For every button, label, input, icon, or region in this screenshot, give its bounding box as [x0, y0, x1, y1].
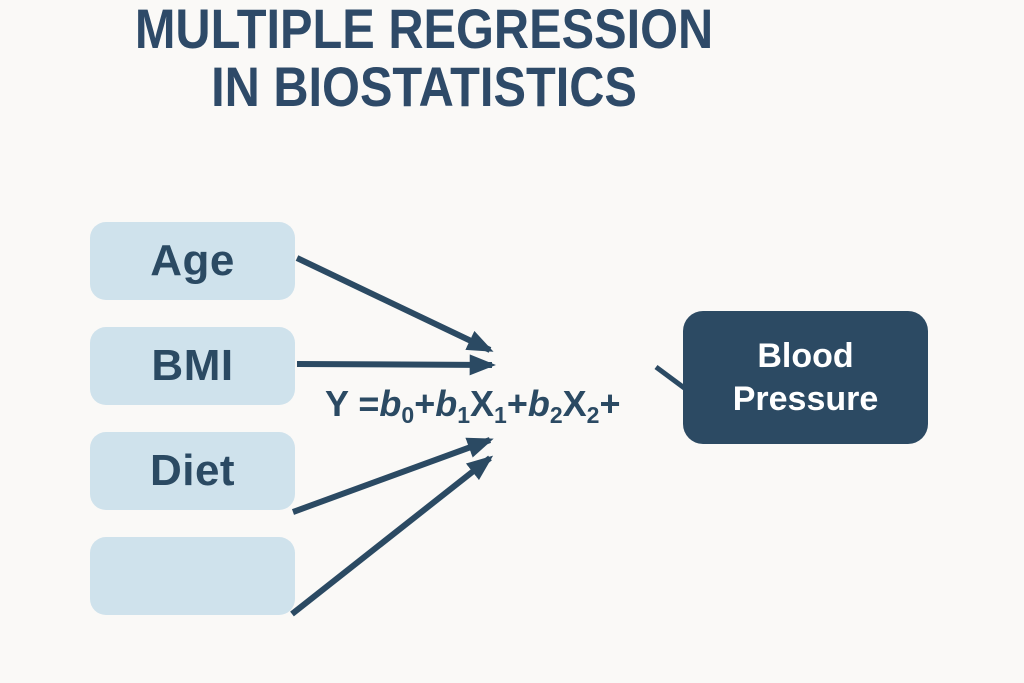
predictor-box-bmi: BMI: [90, 327, 295, 405]
regression-formula: Y = b0 + b1X1 + b2X2 +: [325, 383, 621, 429]
predictor-label-bmi: BMI: [151, 341, 234, 390]
diagram-title: MULTIPLE REGRESSION IN BIOSTATISTICS: [55, 0, 793, 116]
formula-token: 2: [586, 402, 600, 428]
edge-blank-to-formula: [290, 455, 494, 617]
formula-token: +: [599, 383, 621, 424]
edge-bmi-to-formula: [296, 354, 496, 376]
predictor-label-age: Age: [150, 236, 235, 285]
predictor-box-age: Age: [90, 222, 295, 300]
predictor-box-blank: [90, 537, 295, 615]
formula-token: +: [414, 383, 436, 424]
outcome-label: Blood Pressure: [732, 336, 879, 418]
formula-token: X: [470, 383, 495, 424]
formula-token: 1: [457, 402, 471, 428]
formula-token: b: [527, 383, 550, 424]
edge-diet-to-formula: [291, 437, 494, 515]
edge-age-to-formula: [295, 255, 494, 353]
outcome-box-blood-pressure: Blood Pressure: [683, 311, 928, 444]
formula-token: b: [435, 383, 458, 424]
formula-token: 2: [549, 402, 563, 428]
predictor-label-diet: Diet: [149, 446, 236, 495]
formula-token: b: [379, 383, 402, 424]
formula-token: 1: [494, 402, 507, 428]
formula-token: Y =: [325, 383, 380, 424]
title-line-2: IN BIOSTATISTICS: [211, 55, 637, 118]
predictor-box-diet: Diet: [90, 432, 295, 510]
formula-token: X: [562, 383, 587, 424]
title-line-1: MULTIPLE REGRESSION: [134, 0, 714, 60]
formula-token: +: [506, 383, 528, 424]
formula-token: 0: [401, 402, 415, 428]
